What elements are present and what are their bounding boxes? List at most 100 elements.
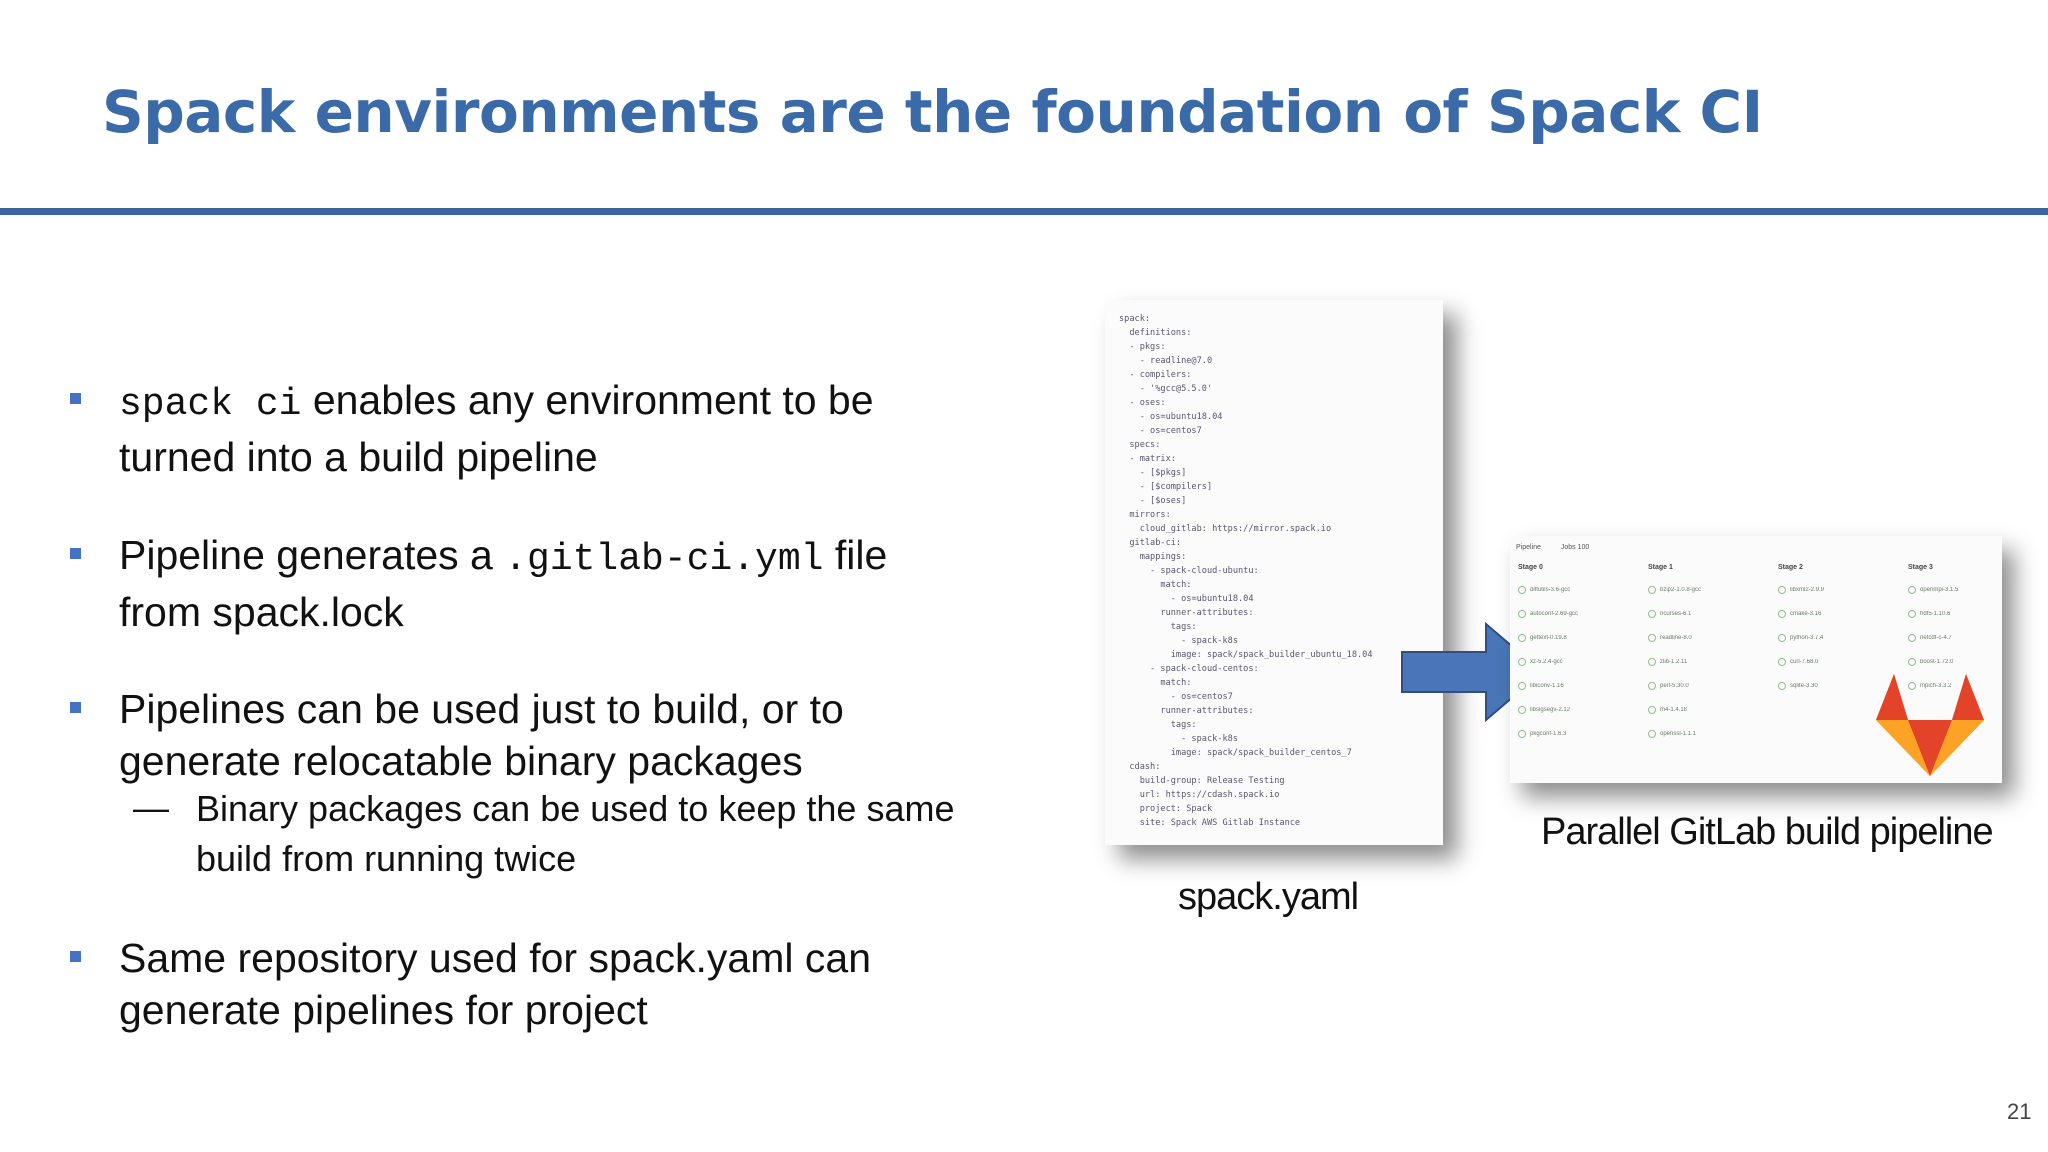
sub-bullet-text: build from running twice bbox=[196, 838, 577, 879]
pipeline-job[interactable]: readline-8.0 bbox=[1648, 626, 1748, 650]
tab-jobs: Jobs 100 bbox=[1560, 544, 1590, 551]
job-name: perl-5.30.0 bbox=[1660, 683, 1689, 689]
pipeline-job[interactable]: xz-5.2.4-gcc bbox=[1518, 650, 1618, 674]
slide-title: Spack environments are the foundation of… bbox=[102, 78, 1763, 146]
job-name: python-3.7.4 bbox=[1790, 635, 1824, 641]
job-name: openmpi-3.1.5 bbox=[1920, 587, 1959, 593]
bullet-text: from spack.lock bbox=[119, 589, 404, 635]
job-status-icon bbox=[1778, 658, 1786, 666]
pipeline-stage: Stage 2 libxml2-2.9.9 cmake-3.16 python-3.7… bbox=[1778, 564, 1878, 698]
stage-name: Stage 1 bbox=[1648, 564, 1673, 571]
job-status-icon bbox=[1648, 658, 1656, 666]
pipeline-caption: Parallel GitLab build pipeline bbox=[1541, 811, 1994, 853]
pipeline-job[interactable]: bzip2-1.0.8-gcc bbox=[1648, 578, 1748, 602]
job-status-icon bbox=[1778, 634, 1786, 642]
job-status-icon bbox=[1908, 658, 1916, 666]
bullet-text: Pipeline generates a bbox=[119, 532, 505, 578]
pipeline-job[interactable]: autoconf-2.69-gcc bbox=[1518, 602, 1618, 626]
stage-name: Stage 2 bbox=[1778, 564, 1803, 571]
job-name: zlib-1.2.11 bbox=[1660, 659, 1688, 665]
job-status-icon bbox=[1648, 586, 1656, 594]
pipeline-job[interactable]: sqlite-3.30 bbox=[1778, 674, 1878, 698]
job-name: boost-1.72.0 bbox=[1920, 659, 1954, 665]
job-status-icon bbox=[1648, 706, 1656, 714]
sub-bullet-item: Binary packages can be used to keep the … bbox=[196, 784, 1036, 884]
pipeline-job[interactable]: m4-1.4.18 bbox=[1648, 698, 1748, 722]
pipeline-tabs: Pipeline Jobs 100 bbox=[1516, 544, 1607, 551]
pipeline-job[interactable]: mpich-3.3.2 bbox=[1908, 674, 2002, 698]
job-name: netcdf-c-4.7 bbox=[1920, 635, 1952, 641]
job-name: readline-8.0 bbox=[1660, 635, 1692, 641]
pipeline-job[interactable]: ncurses-6.1 bbox=[1648, 602, 1748, 626]
pipeline-stage: Stage 3 openmpi-3.1.5 hdf5-1.10.6 netcdf-c-… bbox=[1908, 564, 2002, 698]
yaml-caption: spack.yaml bbox=[1178, 876, 1359, 918]
job-status-icon bbox=[1518, 658, 1526, 666]
bullet-text: enables any environment to be bbox=[301, 377, 874, 423]
job-name: ncurses-6.1 bbox=[1660, 611, 1692, 617]
sub-bullet-text: Binary packages can be used to keep the … bbox=[196, 788, 955, 829]
job-status-icon bbox=[1908, 682, 1916, 690]
pipeline-job[interactable]: pkgconf-1.6.3 bbox=[1518, 722, 1618, 746]
job-name: gettext-0.19.8 bbox=[1530, 635, 1567, 641]
job-name: libxml2-2.9.9 bbox=[1790, 587, 1825, 593]
job-status-icon bbox=[1518, 586, 1526, 594]
job-name: hdf5-1.10.6 bbox=[1920, 611, 1951, 617]
job-status-icon bbox=[1518, 682, 1526, 690]
job-name: diffutils-3.6-gcc bbox=[1530, 587, 1571, 593]
job-name: libiconv-1.16 bbox=[1530, 683, 1564, 689]
job-name: curl-7.68.0 bbox=[1790, 659, 1819, 665]
pipeline-job[interactable]: cmake-3.16 bbox=[1778, 602, 1878, 626]
pipeline-job[interactable]: python-3.7.4 bbox=[1778, 626, 1878, 650]
pipeline-job[interactable]: diffutils-3.6-gcc bbox=[1518, 578, 1618, 602]
pipeline-job[interactable]: hdf5-1.10.6 bbox=[1908, 602, 2002, 626]
yaml-code: spack: definitions: - pkgs: - readline@7… bbox=[1119, 314, 1373, 828]
job-status-icon bbox=[1908, 634, 1916, 642]
pipeline-job[interactable]: libsigsegv-2.12 bbox=[1518, 698, 1618, 722]
bullet-marker bbox=[70, 548, 81, 559]
bullet-text: file bbox=[823, 532, 888, 578]
job-status-icon bbox=[1648, 730, 1656, 738]
tab-pipeline: Pipeline bbox=[1516, 544, 1541, 551]
stage-name: Stage 3 bbox=[1908, 564, 1933, 571]
pipeline-job[interactable]: openssl-1.1.1 bbox=[1648, 722, 1748, 746]
pipeline-job[interactable]: boost-1.72.0 bbox=[1908, 650, 2002, 674]
title-divider bbox=[0, 208, 2048, 215]
job-status-icon bbox=[1908, 610, 1916, 618]
job-name: mpich-3.3.2 bbox=[1920, 683, 1952, 689]
bullet-list: spack ci enables any environment to be t… bbox=[70, 377, 1036, 1036]
pipeline-job[interactable]: curl-7.68.0 bbox=[1778, 650, 1878, 674]
bullet-text: generate relocatable binary packages bbox=[119, 738, 803, 784]
job-status-icon bbox=[1518, 634, 1526, 642]
inline-code: spack ci bbox=[119, 383, 302, 426]
job-status-icon bbox=[1518, 730, 1526, 738]
job-name: openssl-1.1.1 bbox=[1660, 731, 1697, 737]
pipeline-stage: Stage 1 bzip2-1.0.8-gcc ncurses-6.1 readlin… bbox=[1648, 564, 1748, 746]
pipeline-job[interactable]: zlib-1.2.11 bbox=[1648, 650, 1748, 674]
job-status-icon bbox=[1518, 706, 1526, 714]
job-status-icon bbox=[1518, 610, 1526, 618]
job-name: xz-5.2.4-gcc bbox=[1530, 659, 1563, 665]
bullet-text: Same repository used for spack.yaml can bbox=[119, 935, 871, 981]
bullet-text: turned into a build pipeline bbox=[119, 434, 598, 480]
bullet-text: generate pipelines for project bbox=[119, 987, 648, 1033]
pipeline-job[interactable]: libxml2-2.9.9 bbox=[1778, 578, 1878, 602]
job-name: bzip2-1.0.8-gcc bbox=[1660, 587, 1702, 593]
job-name: libsigsegv-2.12 bbox=[1530, 707, 1571, 713]
job-status-icon bbox=[1778, 586, 1786, 594]
bullet-item-2: Pipeline generates a .gitlab-ci.yml file… bbox=[119, 529, 1019, 638]
bullet-marker bbox=[70, 702, 81, 713]
pipeline-job[interactable]: netcdf-c-4.7 bbox=[1908, 626, 2002, 650]
job-name: pkgconf-1.6.3 bbox=[1530, 731, 1567, 737]
job-status-icon bbox=[1648, 682, 1656, 690]
job-status-icon bbox=[1648, 610, 1656, 618]
bullet-item-4: Same repository used for spack.yaml can … bbox=[119, 932, 1019, 1036]
job-name: autoconf-2.69-gcc bbox=[1530, 611, 1579, 617]
pipeline-job[interactable]: libiconv-1.16 bbox=[1518, 674, 1618, 698]
pipeline-job[interactable]: openmpi-3.1.5 bbox=[1908, 578, 2002, 602]
job-name: sqlite-3.30 bbox=[1790, 683, 1818, 689]
page-number: 21 bbox=[2007, 1099, 2032, 1124]
job-status-icon bbox=[1908, 586, 1916, 594]
pipeline-job[interactable]: perl-5.30.0 bbox=[1648, 674, 1748, 698]
pipeline-job[interactable]: gettext-0.19.8 bbox=[1518, 626, 1618, 650]
